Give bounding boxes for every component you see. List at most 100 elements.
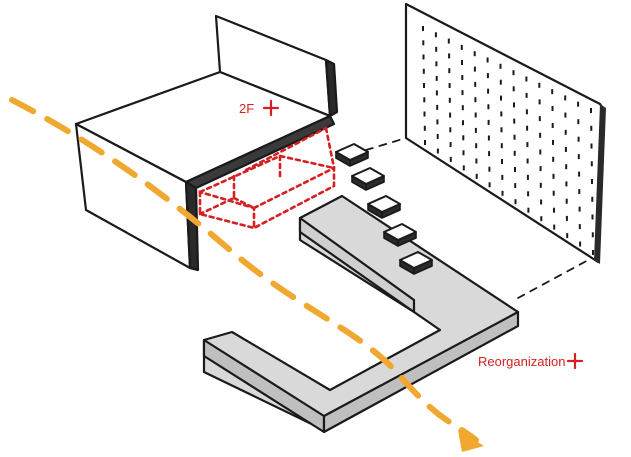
reorganized-floor-slab (202, 194, 520, 434)
perforation-dot (539, 182, 542, 188)
perforation-dot (423, 97, 426, 103)
perforation-dot (500, 143, 503, 149)
perforation-dot (462, 120, 464, 126)
perforation-dot (422, 54, 425, 60)
perforation-dot (513, 150, 516, 156)
step-block-top (335, 143, 369, 161)
perforation-dot (526, 158, 529, 164)
perforation-dot (552, 190, 555, 196)
perforation-dot (564, 129, 567, 135)
existing-building (74, 14, 339, 272)
perforation-dot (461, 75, 464, 80)
perforation-dot (591, 179, 593, 184)
building-rear-wall-edge (324, 58, 339, 118)
perforation-dot (552, 139, 554, 145)
perforation-dot (527, 191, 530, 197)
perforation-dot (435, 75, 438, 81)
perforation-dot (565, 181, 568, 187)
perforation-dot (461, 90, 464, 96)
perforation-dot (461, 60, 463, 65)
perforation-dot (592, 250, 594, 255)
step-blocks (335, 143, 433, 275)
perforation-dot (564, 95, 567, 101)
perforation-dot (462, 165, 465, 171)
perforation-dot (551, 106, 554, 111)
perforation-dot (565, 215, 568, 221)
perforation-dot (436, 104, 439, 110)
perforation-dot (538, 82, 541, 88)
perforation-dot (473, 51, 476, 57)
perforation-dot (461, 105, 464, 111)
perforation-dot (577, 101, 580, 107)
perforation-dot (499, 63, 502, 69)
perforation-dot (474, 112, 477, 118)
perforation-dot (436, 148, 439, 154)
perforation-dot (423, 125, 426, 131)
perforation-dot (501, 159, 503, 164)
perforation-dot (487, 119, 490, 125)
connector-dashes (365, 137, 593, 299)
perforation-dot (436, 119, 439, 125)
perforation-dot (500, 127, 503, 133)
perforation-dot (527, 207, 530, 213)
perforation-dot (422, 26, 424, 31)
step-block-top (399, 251, 433, 269)
perforation-dot (422, 68, 425, 74)
perforation-dot (474, 127, 477, 133)
perforation-dot (462, 150, 465, 156)
screen-perforations (422, 26, 594, 255)
perforation-dot (578, 206, 581, 212)
perforation-dot (487, 135, 490, 141)
perforation-dot (475, 143, 478, 149)
perforation-dot (486, 73, 489, 79)
circulation-path (9, 97, 484, 452)
perforation-dot (538, 116, 541, 122)
perforation-dot (435, 90, 438, 96)
perforation-dot (449, 127, 452, 133)
perforation-dot (564, 147, 567, 152)
perforation-dot (577, 119, 580, 125)
screen-wall-edge (594, 104, 606, 264)
circulation-path-line (9, 97, 479, 443)
perforation-dot (590, 143, 593, 149)
perforation-dot (449, 112, 452, 118)
perforation-dot (577, 154, 580, 160)
perforation-dot (525, 109, 528, 115)
perforation-dot (539, 132, 542, 138)
perforation-dot (487, 88, 490, 94)
perforation-dot (578, 224, 581, 230)
perforation-dot (578, 189, 581, 195)
second-floor-box (198, 126, 336, 230)
reorganization-label: Reorganization (478, 352, 584, 370)
perforation-dot (473, 66, 476, 72)
perforation-dot (500, 111, 503, 117)
second-floor-label: 2F (239, 99, 280, 117)
perforation-dot (553, 207, 555, 213)
perforation-dot (578, 171, 581, 177)
perforation-dot (553, 224, 556, 230)
building-roof-band (184, 114, 336, 190)
step-block-top (383, 223, 417, 241)
perforation-dot (500, 95, 502, 101)
perforation-dot (591, 232, 594, 238)
perforation-dot (552, 173, 555, 179)
perforation-dot (539, 149, 542, 155)
perforation-dot (449, 156, 452, 162)
perforation-dot (423, 83, 425, 88)
perforation-dot (488, 182, 491, 188)
perforation-dot (526, 125, 529, 131)
slab-top (202, 194, 520, 432)
perforation-dot (447, 38, 450, 44)
perforation-dot (448, 97, 451, 103)
perforation-dot (474, 97, 477, 103)
perforation-dot (475, 173, 478, 179)
perforation-dot (525, 92, 528, 98)
perforation-dot (460, 44, 463, 50)
perforation-dot (579, 241, 582, 247)
reorganization-text: Reorganization (478, 354, 565, 369)
second-floor-text: 2F (239, 101, 254, 116)
plus-icon (566, 352, 584, 370)
perforation-dot (474, 81, 477, 87)
perforation-dot (448, 83, 451, 88)
